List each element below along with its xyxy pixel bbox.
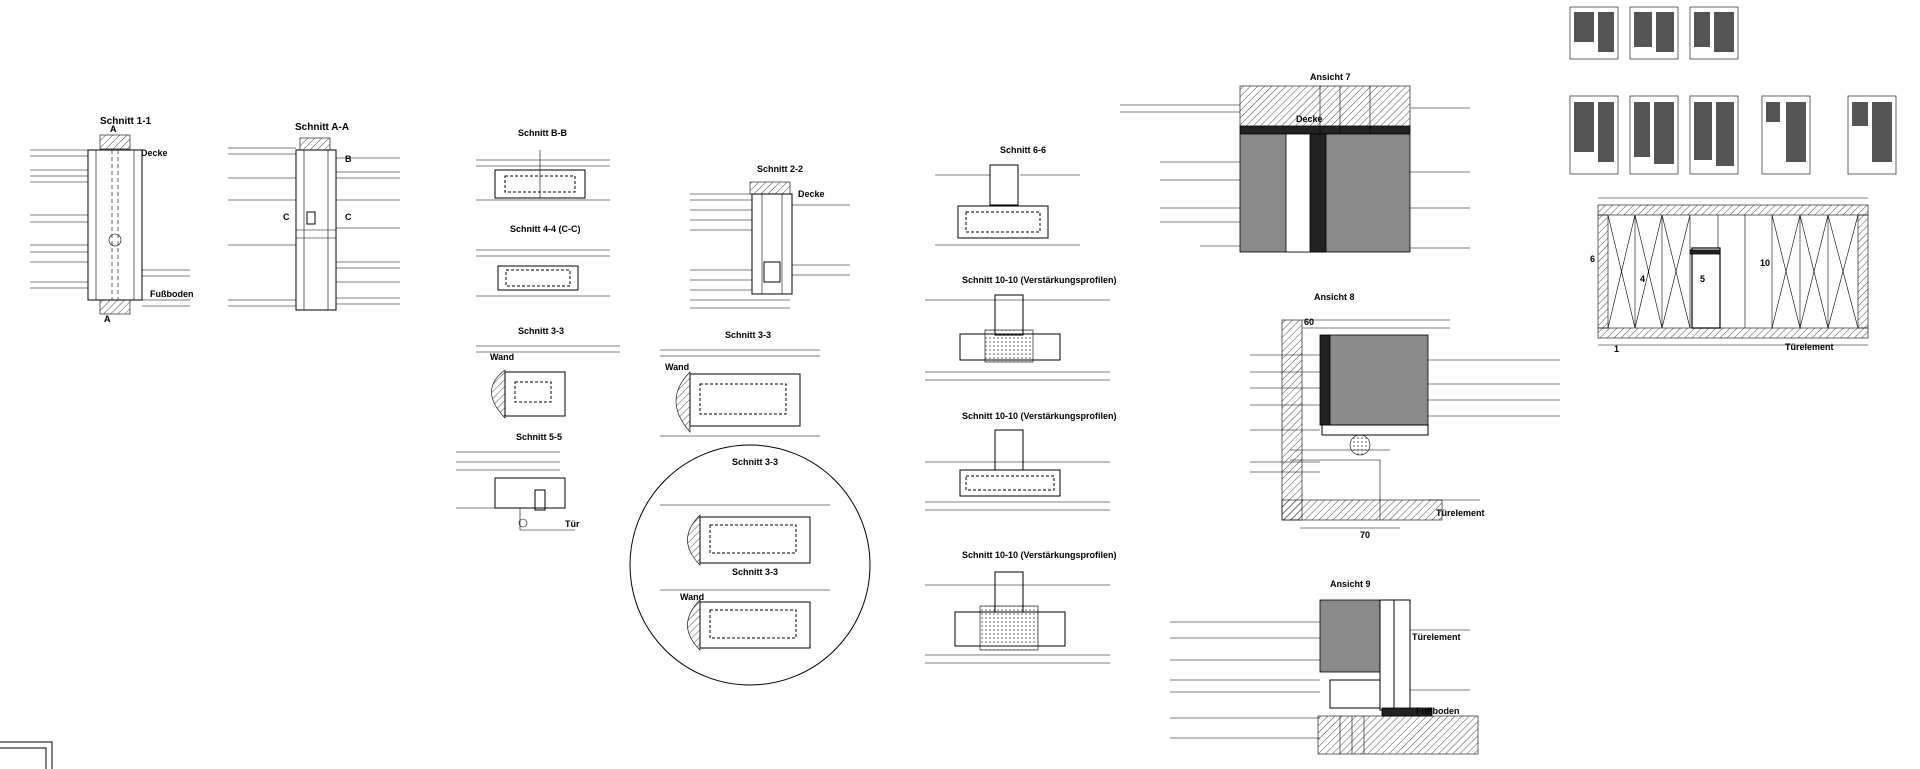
plan-marker-1: 1	[1614, 344, 1619, 354]
title-schnitt-10-10b: Schnitt 10-10 (Verstärkungsprofilen)	[962, 411, 1117, 421]
label-fussboden-2: Fußboden	[1416, 706, 1460, 716]
detail-ansicht-7: Ansicht 7 Decke	[1120, 72, 1470, 253]
title-schnitt-4-4: Schnitt 4-4 (C-C)	[510, 224, 581, 234]
detail-schnitt-2-2: Schnitt 2-2 Decke	[690, 164, 850, 309]
plan-marker-6: 6	[1590, 254, 1595, 264]
label-decke-3: Decke	[1296, 114, 1323, 124]
label-fussboden-1: Fußboden	[150, 289, 194, 299]
detail-schnitt-a-a: Schnitt A-A B C C	[228, 122, 400, 311]
title-schnitt-a-a: Schnitt A-A	[295, 122, 349, 133]
detail-schnitt-3-3b: Schnitt 3-3 Wand	[660, 330, 820, 437]
detail-ansicht-9: Ansicht 9 Fußboden Türelement	[1170, 579, 1479, 755]
detail-plan-view: 6 4 5 10 1 Türelement	[1590, 197, 1869, 354]
marker-a-top: A	[110, 124, 117, 134]
title-schnitt-3-3d: Schnitt 3-3	[732, 567, 778, 577]
detail-schnitt-b-b: Schnitt B-B	[476, 128, 610, 201]
marker-a-bottom: A	[104, 314, 111, 324]
label-turelement-1: Türelement	[1436, 508, 1485, 518]
detail-schnitt-3-3a: Schnitt 3-3 Wand	[476, 326, 620, 419]
title-schnitt-3-3c: Schnitt 3-3	[732, 457, 778, 467]
marker-c-right: C	[345, 212, 352, 222]
detail-schnitt-1-1: Schnitt 1-1 Decke Fußboden A A	[30, 116, 194, 324]
detail-schnitt-10-10b: Schnitt 10-10 (Verstärkungsprofilen)	[925, 411, 1117, 511]
label-wand-2: Wand	[665, 362, 689, 372]
detail-schnitt-6-6: Schnitt 6-6	[935, 145, 1080, 246]
thumbnail-sheets	[1569, 6, 1897, 175]
detail-circle-enlargement: Schnitt 3-3 Schnitt 3-3 Wand	[629, 444, 871, 686]
title-ansicht-9: Ansicht 9	[1330, 579, 1371, 589]
label-wand-3: Wand	[680, 592, 704, 602]
detail-schnitt-4-4: Schnitt 4-4 (C-C)	[476, 224, 610, 297]
plan-marker-10: 10	[1760, 258, 1770, 268]
title-schnitt-b-b: Schnitt B-B	[518, 128, 567, 138]
label-decke-1: Decke	[141, 148, 168, 158]
plan-marker-5: 5	[1700, 274, 1705, 284]
detail-schnitt-10-10a: Schnitt 10-10 (Verstärkungsprofilen)	[925, 275, 1117, 381]
label-turelement-2: Türelement	[1412, 632, 1461, 642]
label-tur: Tür	[565, 519, 580, 529]
title-ansicht-7: Ansicht 7	[1310, 72, 1351, 82]
label-wand-1: Wand	[490, 352, 514, 362]
marker-60: 60	[1304, 317, 1314, 327]
title-ansicht-8: Ansicht 8	[1314, 292, 1355, 302]
title-schnitt-1-1: Schnitt 1-1	[100, 116, 152, 127]
title-schnitt-10-10a: Schnitt 10-10 (Verstärkungsprofilen)	[962, 275, 1117, 285]
marker-c-left: C	[283, 212, 290, 222]
detail-schnitt-5-5: Schnitt 5-5 Tür	[456, 432, 580, 531]
title-schnitt-2-2: Schnitt 2-2	[757, 164, 803, 174]
label-decke-2: Decke	[798, 189, 825, 199]
title-block-corner	[0, 741, 53, 769]
detail-ansicht-8: Ansicht 8 70 60 Türelement	[1250, 292, 1560, 540]
marker-70: 70	[1360, 530, 1370, 540]
title-schnitt-3-3a: Schnitt 3-3	[518, 326, 564, 336]
title-schnitt-5-5: Schnitt 5-5	[516, 432, 562, 442]
plan-marker-4: 4	[1640, 274, 1645, 284]
detail-schnitt-10-10c: Schnitt 10-10 (Verstärkungsprofilen)	[925, 550, 1117, 664]
label-turelement-3: Türelement	[1785, 342, 1834, 352]
title-schnitt-10-10c: Schnitt 10-10 (Verstärkungsprofilen)	[962, 550, 1117, 560]
marker-b: B	[345, 154, 352, 164]
title-schnitt-3-3b: Schnitt 3-3	[725, 330, 771, 340]
title-schnitt-6-6: Schnitt 6-6	[1000, 145, 1046, 155]
